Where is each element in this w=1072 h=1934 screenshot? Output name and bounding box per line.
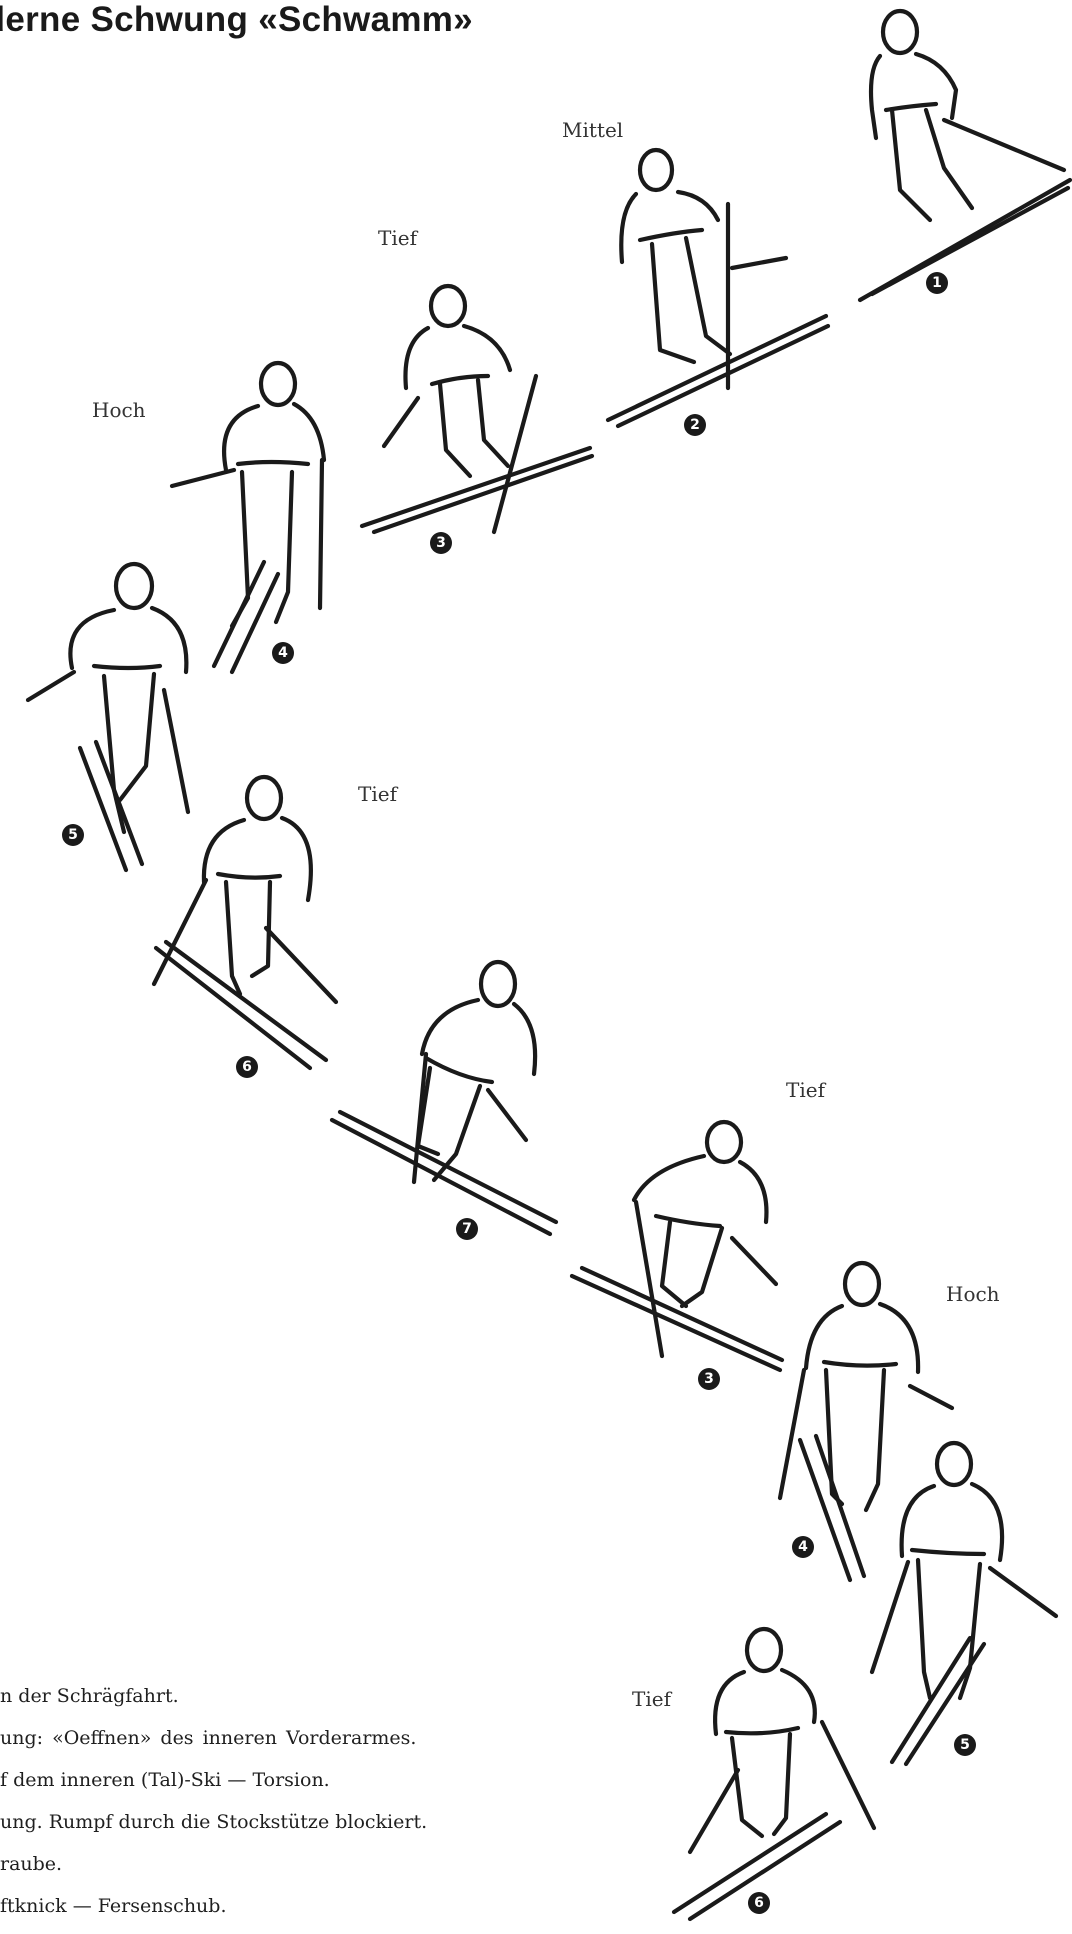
caption-line: ftknick — Fersenschub. bbox=[0, 1892, 520, 1934]
step-number: 3 bbox=[430, 532, 452, 554]
phase-label-tief: Tief bbox=[786, 1078, 825, 1102]
caption-line: ung: «Oeffnen» des inneren Vorderarmes. bbox=[0, 1724, 520, 1766]
phase-label-hoch: Hoch bbox=[92, 398, 146, 422]
phase-label-tief: Tief bbox=[632, 1687, 671, 1711]
phase-label-tief: Tief bbox=[378, 226, 417, 250]
step-number: 1 bbox=[926, 272, 948, 294]
step-number: 7 bbox=[456, 1218, 478, 1240]
step-number: 4 bbox=[792, 1536, 814, 1558]
step-number: 5 bbox=[62, 824, 84, 846]
step-number: 5 bbox=[954, 1734, 976, 1756]
step-number: 6 bbox=[748, 1892, 770, 1914]
skier-figure-2 bbox=[606, 140, 846, 430]
phase-label-tief: Tief bbox=[358, 782, 397, 806]
phase-label-mittel: Mittel bbox=[562, 118, 623, 142]
skier-figure-3 bbox=[360, 280, 600, 540]
step-number: 4 bbox=[272, 642, 294, 664]
step-number: 3 bbox=[698, 1368, 720, 1390]
caption-line: f dem inneren (Tal)-Ski — Torsion. bbox=[0, 1766, 520, 1808]
step-number: 2 bbox=[684, 414, 706, 436]
skier-figure-1 bbox=[840, 10, 1072, 300]
skier-figure-7 bbox=[330, 958, 570, 1238]
skier-figure-3b bbox=[570, 1116, 790, 1386]
caption-list: n der Schrägfahrt. ung: «Oeffnen» des in… bbox=[0, 1682, 520, 1934]
caption-line: ung. Rumpf durch die Stockstütze blockie… bbox=[0, 1808, 520, 1850]
caption-line: n der Schrägfahrt. bbox=[0, 1682, 520, 1724]
skier-figure-6b bbox=[670, 1622, 910, 1919]
caption-line: raube. bbox=[0, 1850, 520, 1892]
skier-figure-6 bbox=[140, 770, 360, 1080]
step-number: 6 bbox=[236, 1056, 258, 1078]
page-title: oderne Schwung «Schwamm» bbox=[0, 0, 473, 40]
